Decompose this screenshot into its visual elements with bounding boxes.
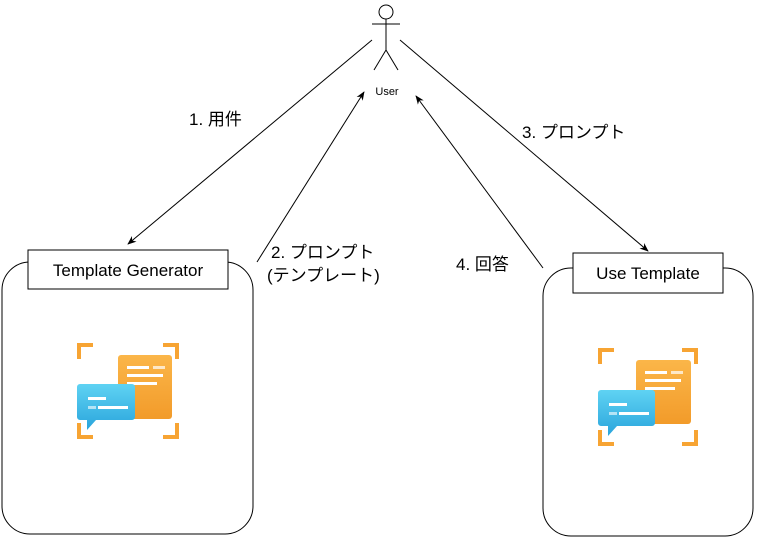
edge-label-step3: 3. プロンプト (522, 123, 625, 142)
use-template-title: Use Template (596, 264, 700, 283)
template-generator-component[interactable]: Template Generator (1, 249, 254, 535)
user-actor-icon[interactable] (372, 4, 400, 71)
template-generator-title: Template Generator (53, 261, 204, 280)
use-template-component[interactable]: Use Template (542, 252, 754, 537)
edge-prompt-template[interactable] (256, 91, 365, 263)
chat-bubbles-icon (598, 348, 698, 446)
edge-label-step1: 1. 用件 (189, 110, 242, 129)
edge-label-step2-line1: 2. プロンプト (271, 243, 374, 262)
edge-request[interactable] (127, 39, 373, 245)
use-template-title-box[interactable] (572, 252, 724, 294)
edge-prompt[interactable] (399, 39, 649, 252)
edge-label-step2-line2: (テンプレート) (267, 266, 380, 285)
edge-label-step4: 4. 回答 (456, 255, 509, 274)
edge-answer[interactable] (415, 95, 544, 269)
user-actor-label: User (375, 86, 399, 98)
chat-bubbles-icon (77, 343, 179, 439)
template-generator-title-box[interactable] (27, 249, 229, 290)
